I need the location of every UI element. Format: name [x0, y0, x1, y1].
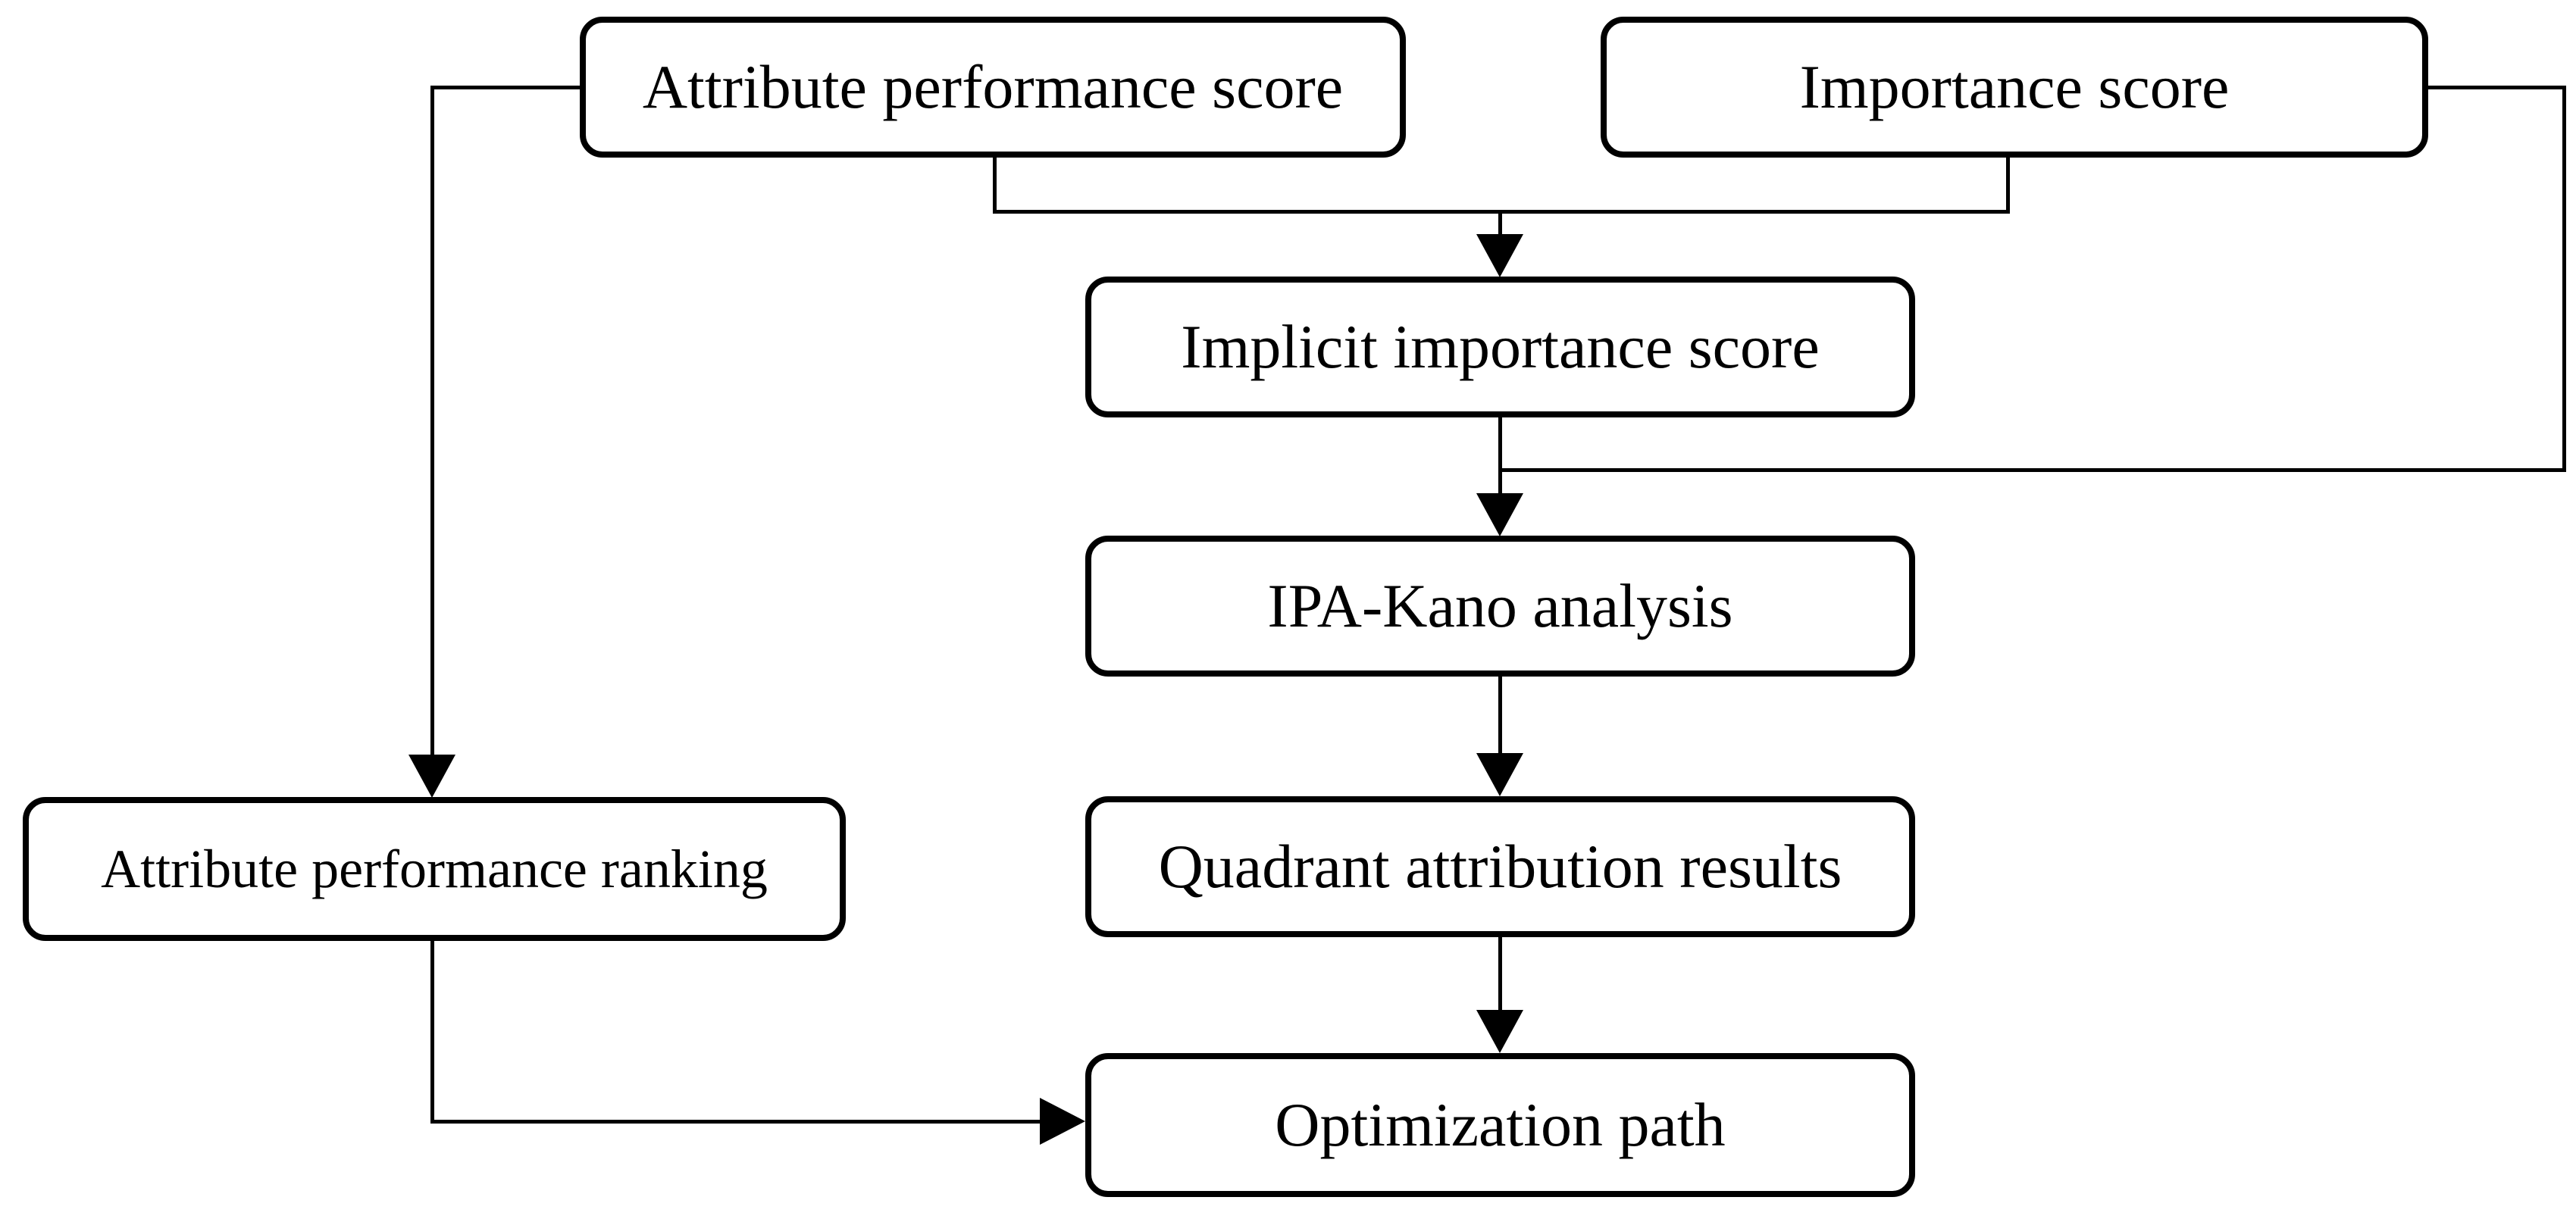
edge-aps-drop-segment: [993, 158, 997, 214]
edge-ranking-to-optimization-vertical-segment: [430, 941, 434, 1124]
edge-aps-to-ranking-vertical-segment: [430, 86, 434, 755]
edge-aps-to-ranking-arrowhead-down-icon: [408, 755, 455, 798]
edge-importance-right-stub-segment: [2428, 86, 2566, 89]
node-quadrant-attribution-results: Quadrant attribution results: [1085, 796, 1915, 937]
edge-quadrant-to-optimization-vertical-segment: [1498, 937, 1502, 1011]
node-label-attribute-performance-score: Attribute performance score: [642, 52, 1344, 121]
edge-importance-return-horizontal-segment: [1498, 468, 2566, 472]
edge-ranking-to-optimization-arrowhead-right-icon: [1040, 1098, 1085, 1145]
edge-ranking-to-optimization-horizontal-segment: [430, 1120, 1042, 1124]
edge-aps-to-ranking-horizontal-segment: [430, 86, 580, 89]
node-label-importance-score: Importance score: [1799, 52, 2230, 121]
node-ipa-kano-analysis: IPA-Kano analysis: [1085, 536, 1915, 677]
node-label-implicit-importance-score: Implicit importance score: [1181, 312, 1820, 381]
edge-merge-to-implicit-arrowhead-down-icon: [1476, 234, 1523, 277]
edge-importance-drop-segment: [2006, 158, 2010, 214]
edge-implicit-to-ipa-arrowhead-down-icon: [1476, 493, 1523, 536]
node-label-ipa-kano-analysis: IPA-Kano analysis: [1267, 571, 1733, 640]
node-attribute-performance-score: Attribute performance score: [580, 17, 1406, 158]
node-implicit-importance-score: Implicit importance score: [1085, 277, 1915, 417]
edge-ipa-to-quadrant-arrowhead-down-icon: [1476, 753, 1523, 796]
edge-implicit-to-ipa-vertical-segment: [1498, 417, 1502, 495]
edge-merge-to-implicit-stem-segment: [1498, 211, 1502, 237]
edge-ipa-to-quadrant-vertical-segment: [1498, 677, 1502, 755]
edge-quadrant-to-optimization-arrowhead-down-icon: [1476, 1010, 1523, 1053]
node-importance-score: Importance score: [1601, 17, 2428, 158]
node-label-quadrant-attribution-results: Quadrant attribution results: [1158, 832, 1842, 901]
node-attribute-performance-ranking: Attribute performance ranking: [23, 797, 846, 941]
edge-importance-right-vertical-segment: [2562, 86, 2566, 472]
node-optimization-path: Optimization path: [1085, 1053, 1915, 1197]
node-label-optimization-path: Optimization path: [1275, 1090, 1726, 1159]
node-label-attribute-performance-ranking: Attribute performance ranking: [101, 839, 768, 899]
